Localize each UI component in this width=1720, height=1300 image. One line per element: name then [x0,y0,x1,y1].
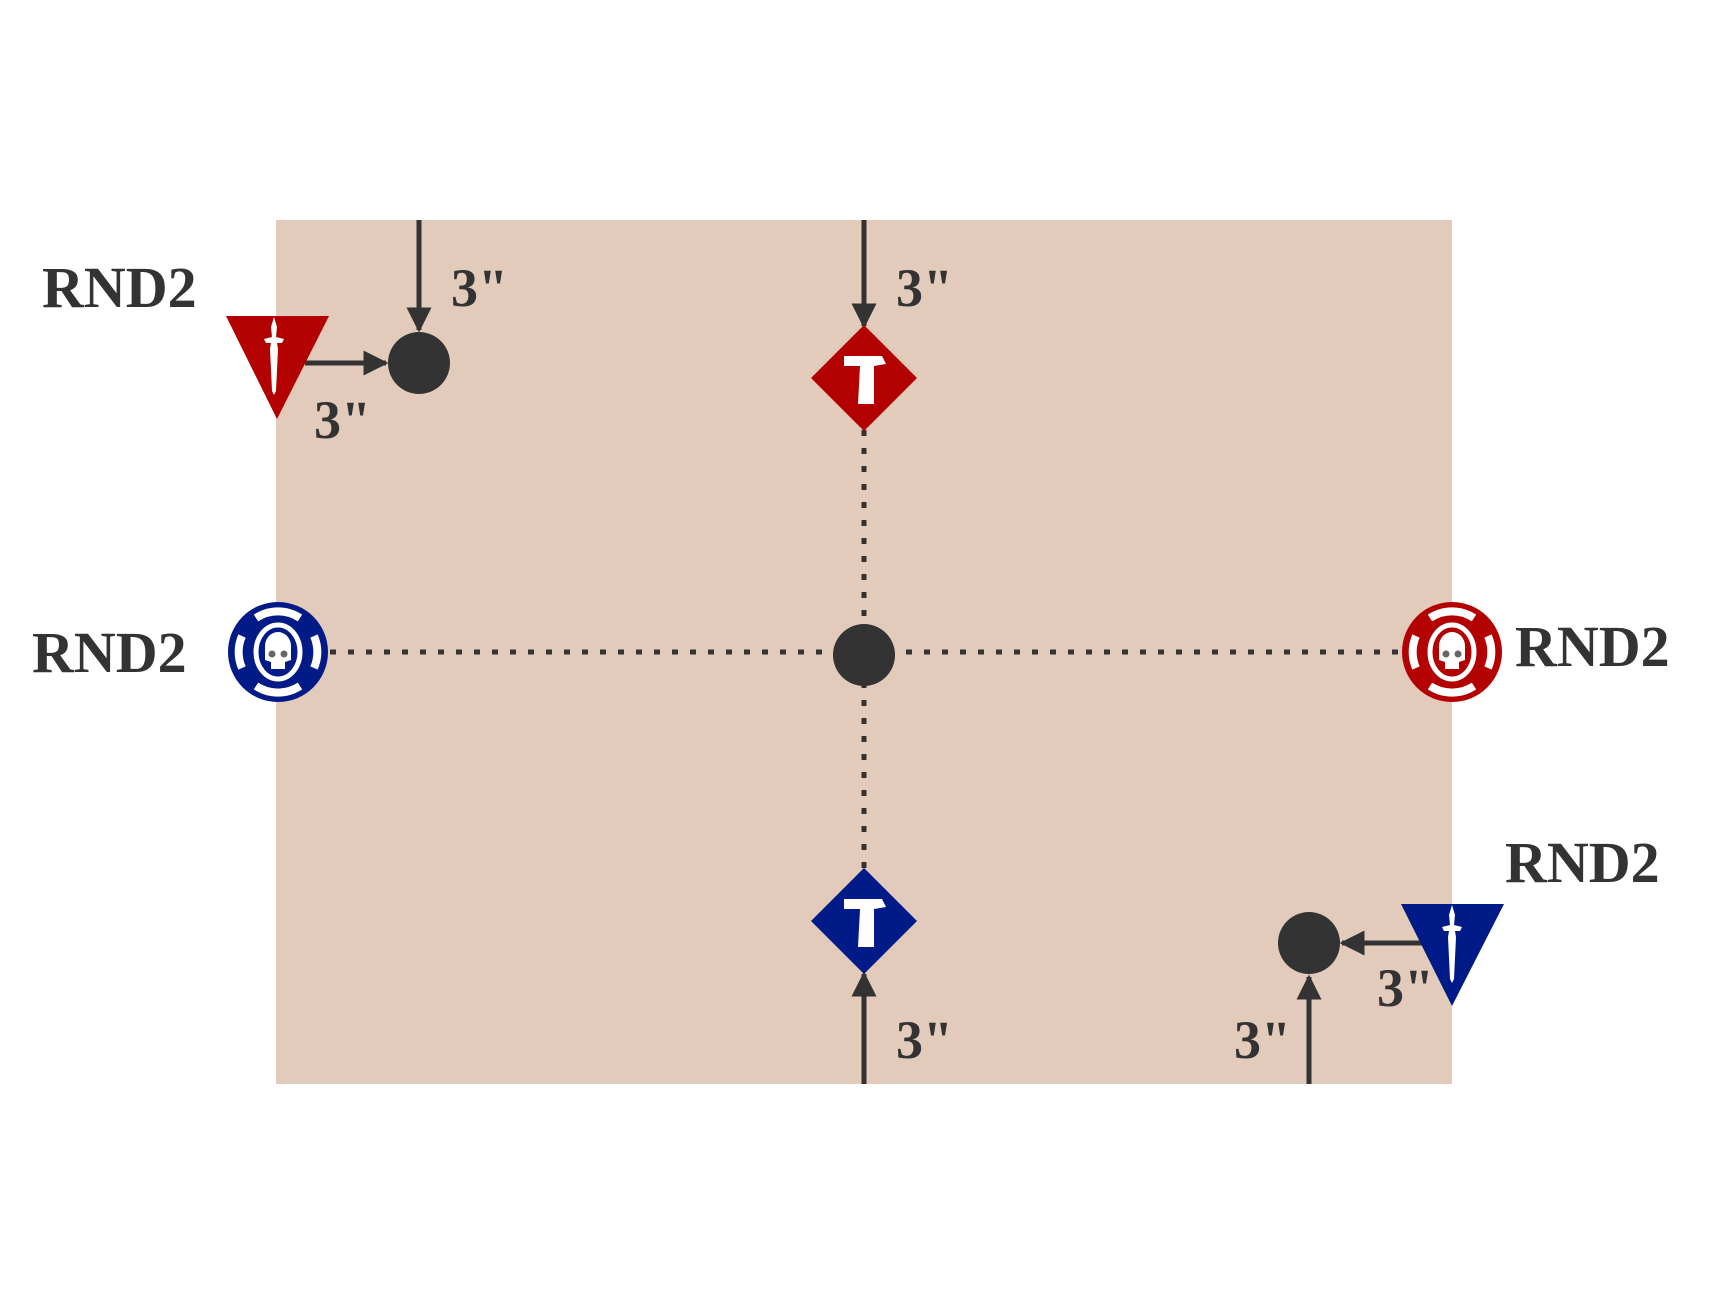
distance-bottom-right-horizontal: 3" [1377,958,1434,1018]
red-triangle-token [226,316,329,419]
blue-circle-token [228,602,328,702]
blue-diamond-token [811,868,917,974]
rnd-label-mid-left: RND2 [32,620,187,685]
blue-triangle-token [1401,904,1504,1006]
red-diamond-token [811,325,917,431]
distance-bottom-right-vertical: 3" [1234,1010,1291,1070]
objective-bottom-right [1278,912,1340,974]
rnd-label-bottom-right: RND2 [1505,830,1660,895]
objective-center [833,624,895,686]
distance-bottom-center: 3" [896,1010,953,1070]
distance-top-left-vertical: 3" [451,258,508,318]
objective-top-left [388,332,450,394]
distance-top-center: 3" [896,258,953,318]
rnd-label-top-left: RND2 [42,255,197,320]
red-circle-token [1402,602,1502,702]
rnd-label-mid-right: RND2 [1515,614,1670,679]
distance-top-left-horizontal: 3" [314,390,371,450]
